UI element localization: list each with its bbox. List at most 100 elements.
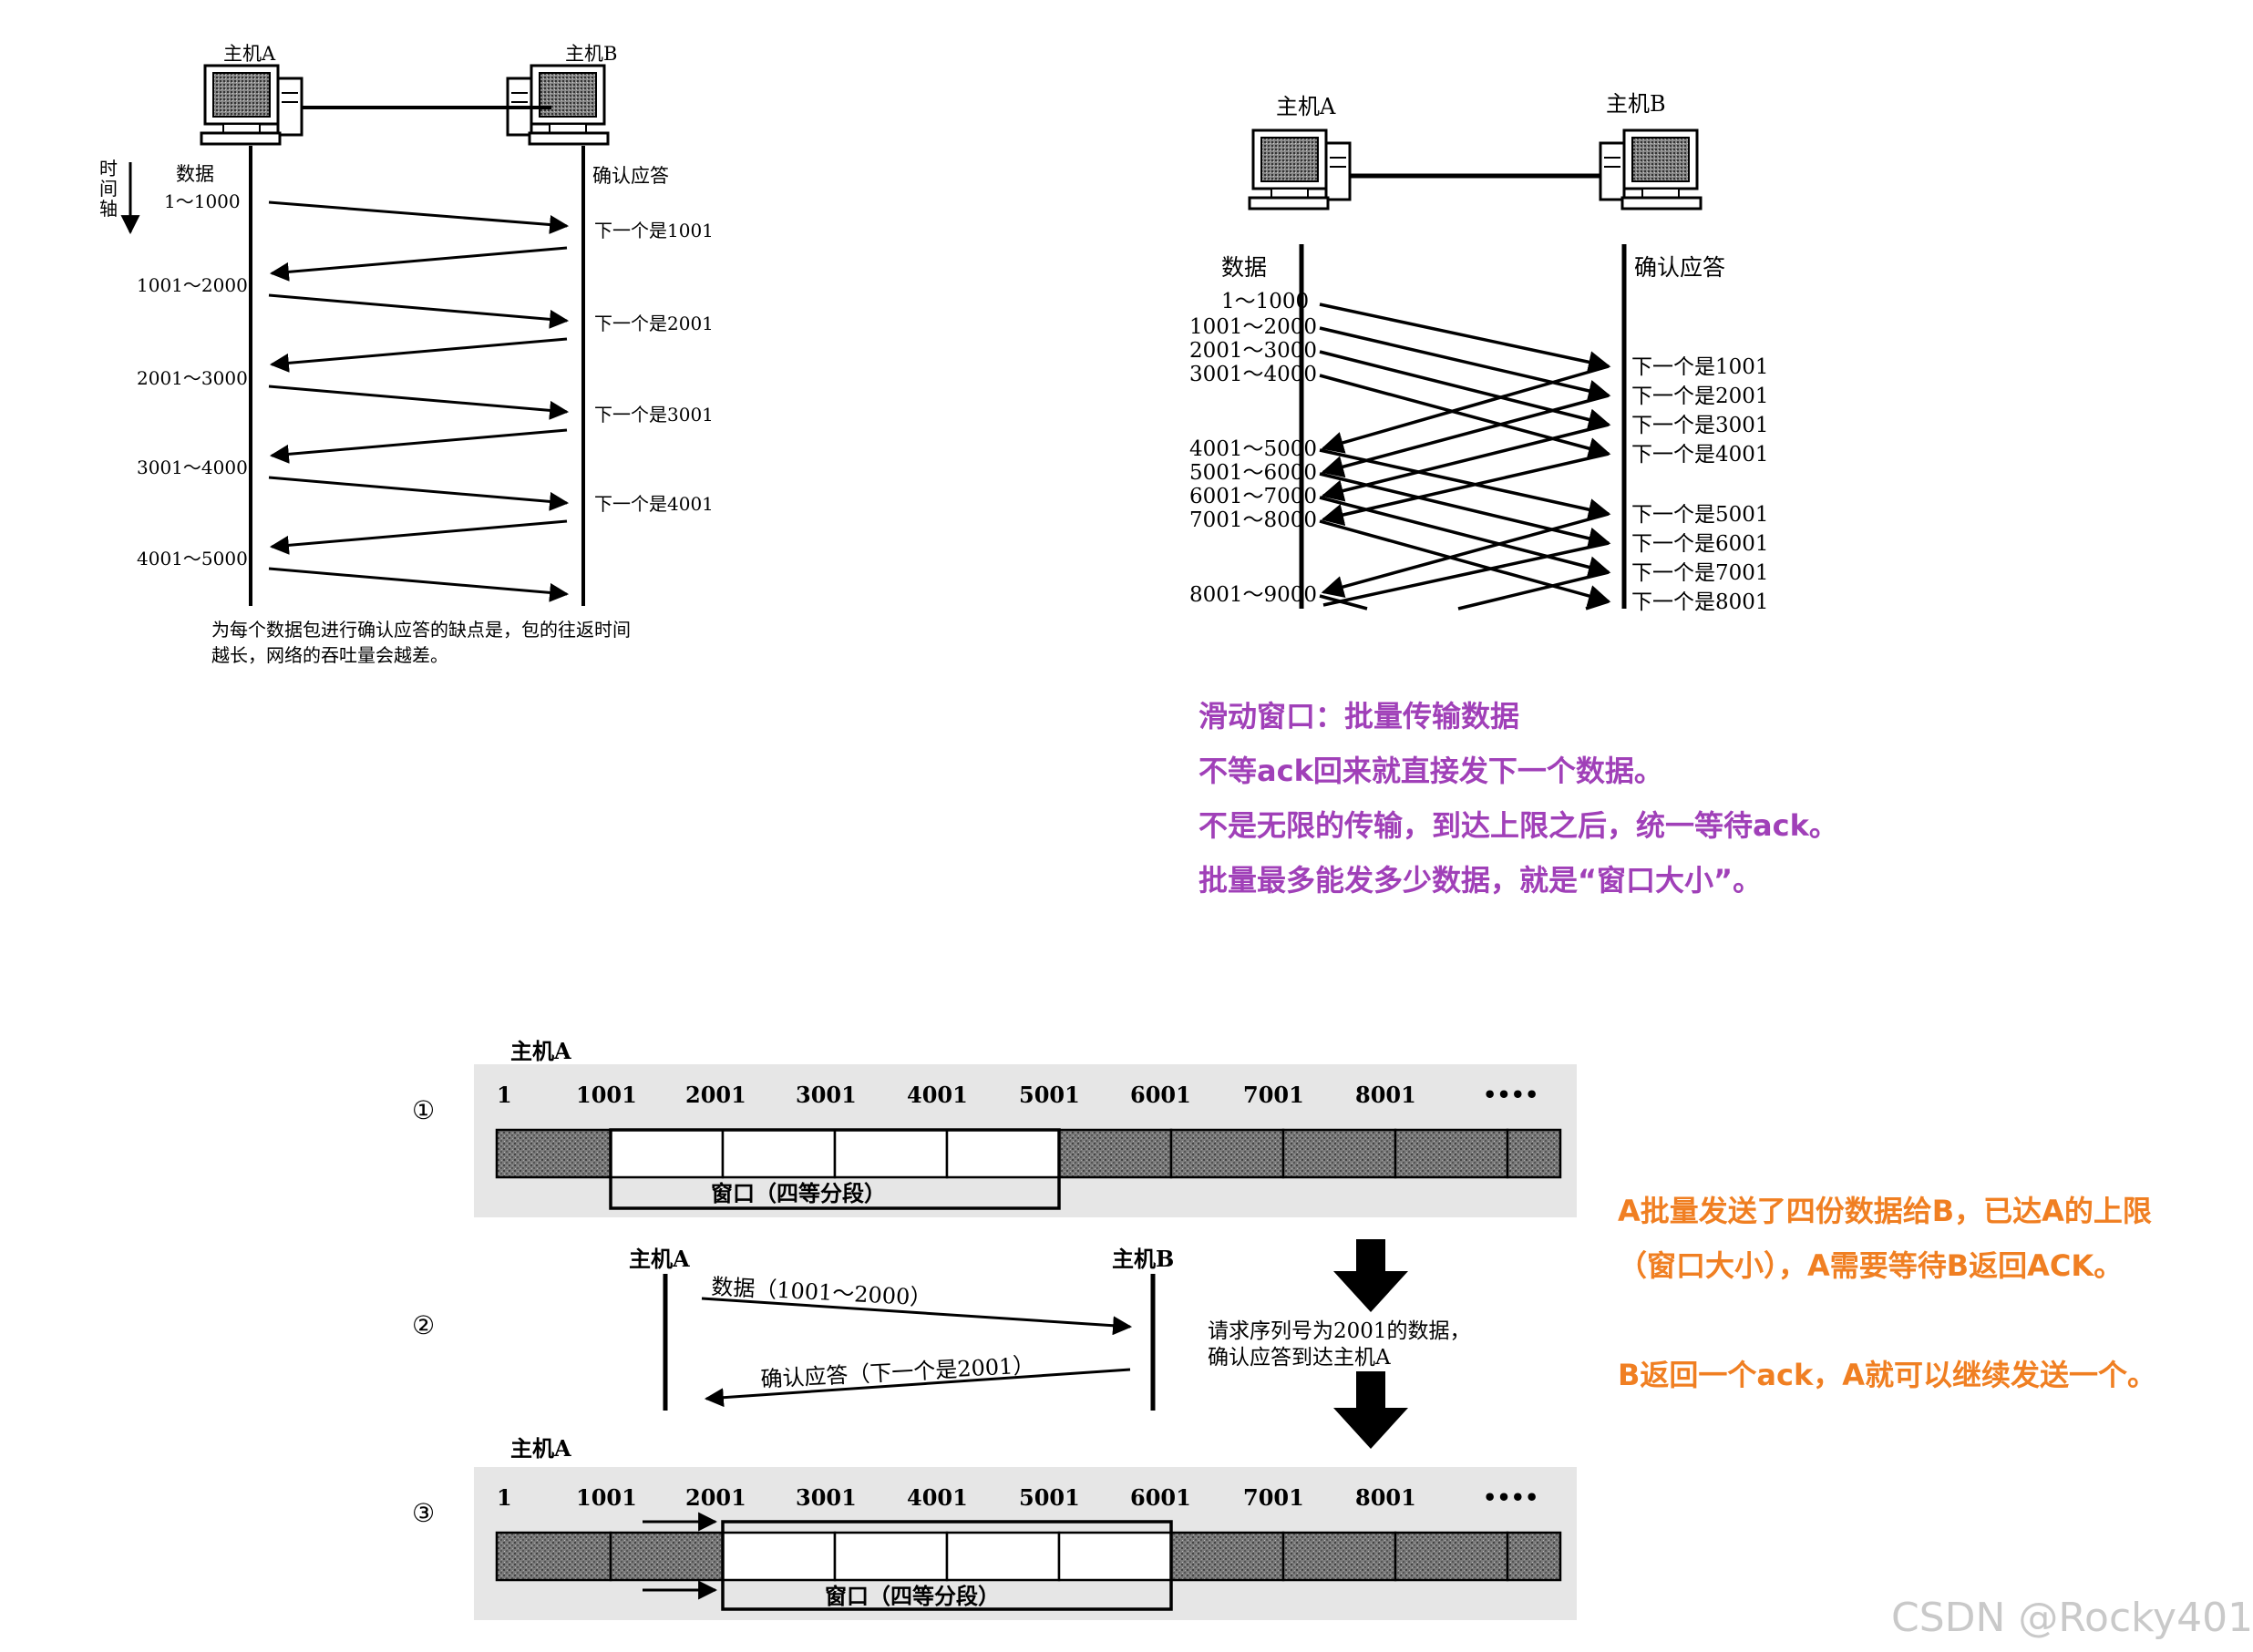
p2-host-a-label: 主机A bbox=[1276, 94, 1336, 119]
step3-window-segment bbox=[723, 1533, 835, 1580]
orange-note-line: B返回一个ack，A就可以继续发送一个。 bbox=[1618, 1358, 2156, 1392]
p2-ack-label: 下一个是7001 bbox=[1631, 561, 1769, 585]
time-axis-char-3: 轴 bbox=[99, 198, 118, 220]
step1-tick: 5001 bbox=[1019, 1082, 1080, 1108]
p1-ack-label: 下一个是3001 bbox=[594, 404, 714, 426]
step3-sent-segment bbox=[497, 1533, 611, 1580]
p1-host-a-label: 主机A bbox=[223, 43, 276, 65]
p2-ack-label: 下一个是8001 bbox=[1631, 590, 1769, 614]
p1-ack-label: 下一个是2001 bbox=[594, 313, 714, 334]
step1-window-segment bbox=[835, 1130, 947, 1177]
p2-ack-label: 下一个是5001 bbox=[1631, 503, 1769, 527]
watermark: CSDN @Rocky401 bbox=[1891, 1595, 2253, 1641]
step1-pending-segment bbox=[1059, 1130, 1171, 1177]
step3-tick: 5001 bbox=[1019, 1484, 1080, 1511]
step3-tick: 1001 bbox=[576, 1484, 637, 1511]
p2-ack-label: 下一个是6001 bbox=[1631, 532, 1769, 556]
step1-marker: ① bbox=[412, 1095, 435, 1125]
step-down-arrow-icon bbox=[1333, 1371, 1408, 1449]
step3-tick: 7001 bbox=[1243, 1484, 1304, 1511]
orange-notes: A批量发送了四份数据给B，已达A的上限 （窗口大小），A需要等待B返回ACK。 … bbox=[1618, 1194, 2156, 1392]
step-down-arrow-icon bbox=[1333, 1239, 1408, 1312]
p1-ack-arrow bbox=[272, 430, 567, 456]
step2-note-line-1: 请求序列号为2001的数据， bbox=[1208, 1319, 1471, 1343]
p2-ack-label: 下一个是3001 bbox=[1631, 414, 1769, 437]
step1-sent-segment bbox=[497, 1130, 611, 1177]
step3-window-segment bbox=[1059, 1533, 1171, 1580]
step3-pending-segment bbox=[1395, 1533, 1507, 1580]
time-axis-char-1: 时 bbox=[99, 158, 118, 180]
p1-ack-heading: 确认应答 bbox=[592, 165, 669, 187]
p2-ack-arrow bbox=[1458, 572, 1609, 609]
window-steps-diagram: ① 主机A 1 1001 2001 3001 4001 5001 6001 70… bbox=[412, 1038, 1577, 1620]
time-axis-char-2: 间 bbox=[99, 178, 118, 200]
p1-ack-label: 下一个是1001 bbox=[594, 220, 714, 241]
step3-window-label: 窗口（四等分段） bbox=[825, 1583, 1000, 1609]
step1-tick: 1 bbox=[497, 1082, 512, 1108]
p2-host-b-label: 主机B bbox=[1606, 91, 1666, 117]
step1-window-label: 窗口（四等分段） bbox=[711, 1180, 886, 1206]
p1-data-arrow bbox=[269, 295, 567, 321]
p1-ack-arrow bbox=[272, 521, 567, 547]
p1-data-label: 3001～4000 bbox=[137, 457, 248, 478]
p2-ack-heading: 确认应答 bbox=[1634, 254, 1725, 281]
purple-note-line: 不等ack回来就直接发下一个数据。 bbox=[1199, 754, 1663, 788]
step3-tick: 2001 bbox=[685, 1484, 746, 1511]
p2-data-label: 8001～9000 bbox=[1189, 583, 1317, 607]
purple-notes: 滑动窗口：批量传输数据 不等ack回来就直接发下一个数据。 不是无限的传输，到达… bbox=[1199, 699, 1838, 898]
step1-pending-segment bbox=[1507, 1130, 1560, 1177]
step3-tick: 8001 bbox=[1355, 1484, 1416, 1511]
p2-data-label: 3001～4000 bbox=[1189, 363, 1317, 386]
step3-window-segment bbox=[835, 1533, 947, 1580]
step3-marker: ③ bbox=[412, 1498, 435, 1528]
step1-tick: •••• bbox=[1483, 1082, 1538, 1108]
p1-data-arrow bbox=[269, 477, 567, 503]
purple-note-line: 批量最多能发多少数据，就是“窗口大小”。 bbox=[1199, 863, 1762, 898]
sliding-window-diagram: 主机A 主机B 数据 确认应答 1～1000 1001～2000 2001～30… bbox=[1189, 91, 1769, 614]
p2-data-label: 2001～3000 bbox=[1189, 339, 1317, 363]
p2-host-b-computer-icon bbox=[1600, 130, 1701, 209]
purple-note-line: 不是无限的传输，到达上限之后，统一等待ack。 bbox=[1199, 808, 1838, 843]
p2-data-label: 6001～7000 bbox=[1189, 485, 1317, 508]
step1-host-label: 主机A bbox=[510, 1038, 571, 1064]
p2-data-label: 7001～8000 bbox=[1189, 508, 1317, 532]
step3-window-segment bbox=[947, 1533, 1059, 1580]
step1-pending-segment bbox=[1171, 1130, 1283, 1177]
p1-ack-arrow bbox=[272, 339, 567, 364]
step1-window-segment bbox=[947, 1130, 1059, 1177]
p2-data-heading: 数据 bbox=[1221, 254, 1267, 281]
step3-tick: 3001 bbox=[796, 1484, 857, 1511]
host-a-computer-icon bbox=[201, 66, 302, 144]
step3-sent-segment bbox=[611, 1533, 723, 1580]
step1-window-segment bbox=[723, 1130, 835, 1177]
p2-data-label: 1001～2000 bbox=[1189, 315, 1317, 339]
step3-host-label: 主机A bbox=[510, 1435, 571, 1462]
stop-and-wait-diagram: 主机A 主机B 时 间 轴 数据 确认应答 1～1000 1001～2000 2… bbox=[99, 43, 714, 666]
p2-data-label: 4001～5000 bbox=[1189, 437, 1317, 461]
p1-data-arrow bbox=[269, 386, 567, 412]
p2-data-label: 5001～6000 bbox=[1189, 461, 1317, 485]
step1-tick: 3001 bbox=[796, 1082, 857, 1108]
step1-tick: 4001 bbox=[907, 1082, 968, 1108]
host-b-computer-icon bbox=[508, 66, 608, 144]
p2-host-a-computer-icon bbox=[1250, 130, 1350, 209]
step2-host-b-label: 主机B bbox=[1112, 1246, 1174, 1272]
p2-data-label: 1～1000 bbox=[1221, 290, 1309, 313]
p1-ack-arrow bbox=[272, 248, 567, 273]
step3-pending-segment bbox=[1283, 1533, 1395, 1580]
step3-pending-segment bbox=[1171, 1533, 1283, 1580]
step2-note-line-2: 确认应答到达主机A bbox=[1208, 1346, 1391, 1370]
step3-pending-segment bbox=[1507, 1533, 1560, 1580]
p1-data-label: 1～1000 bbox=[164, 190, 241, 212]
step3-tick: 4001 bbox=[907, 1484, 968, 1511]
p1-data-label: 1001～2000 bbox=[137, 274, 248, 296]
p2-ack-label: 下一个是4001 bbox=[1631, 443, 1769, 467]
step2-host-a-label: 主机A bbox=[629, 1246, 690, 1272]
p1-data-label: 2001～3000 bbox=[137, 367, 248, 389]
p2-ack-arrow bbox=[1586, 601, 1609, 609]
p1-host-b-label: 主机B bbox=[565, 43, 617, 65]
p2-ack-label: 下一个是2001 bbox=[1631, 385, 1769, 408]
step3-tick: 1 bbox=[497, 1484, 512, 1511]
step3-tick: 6001 bbox=[1130, 1484, 1191, 1511]
